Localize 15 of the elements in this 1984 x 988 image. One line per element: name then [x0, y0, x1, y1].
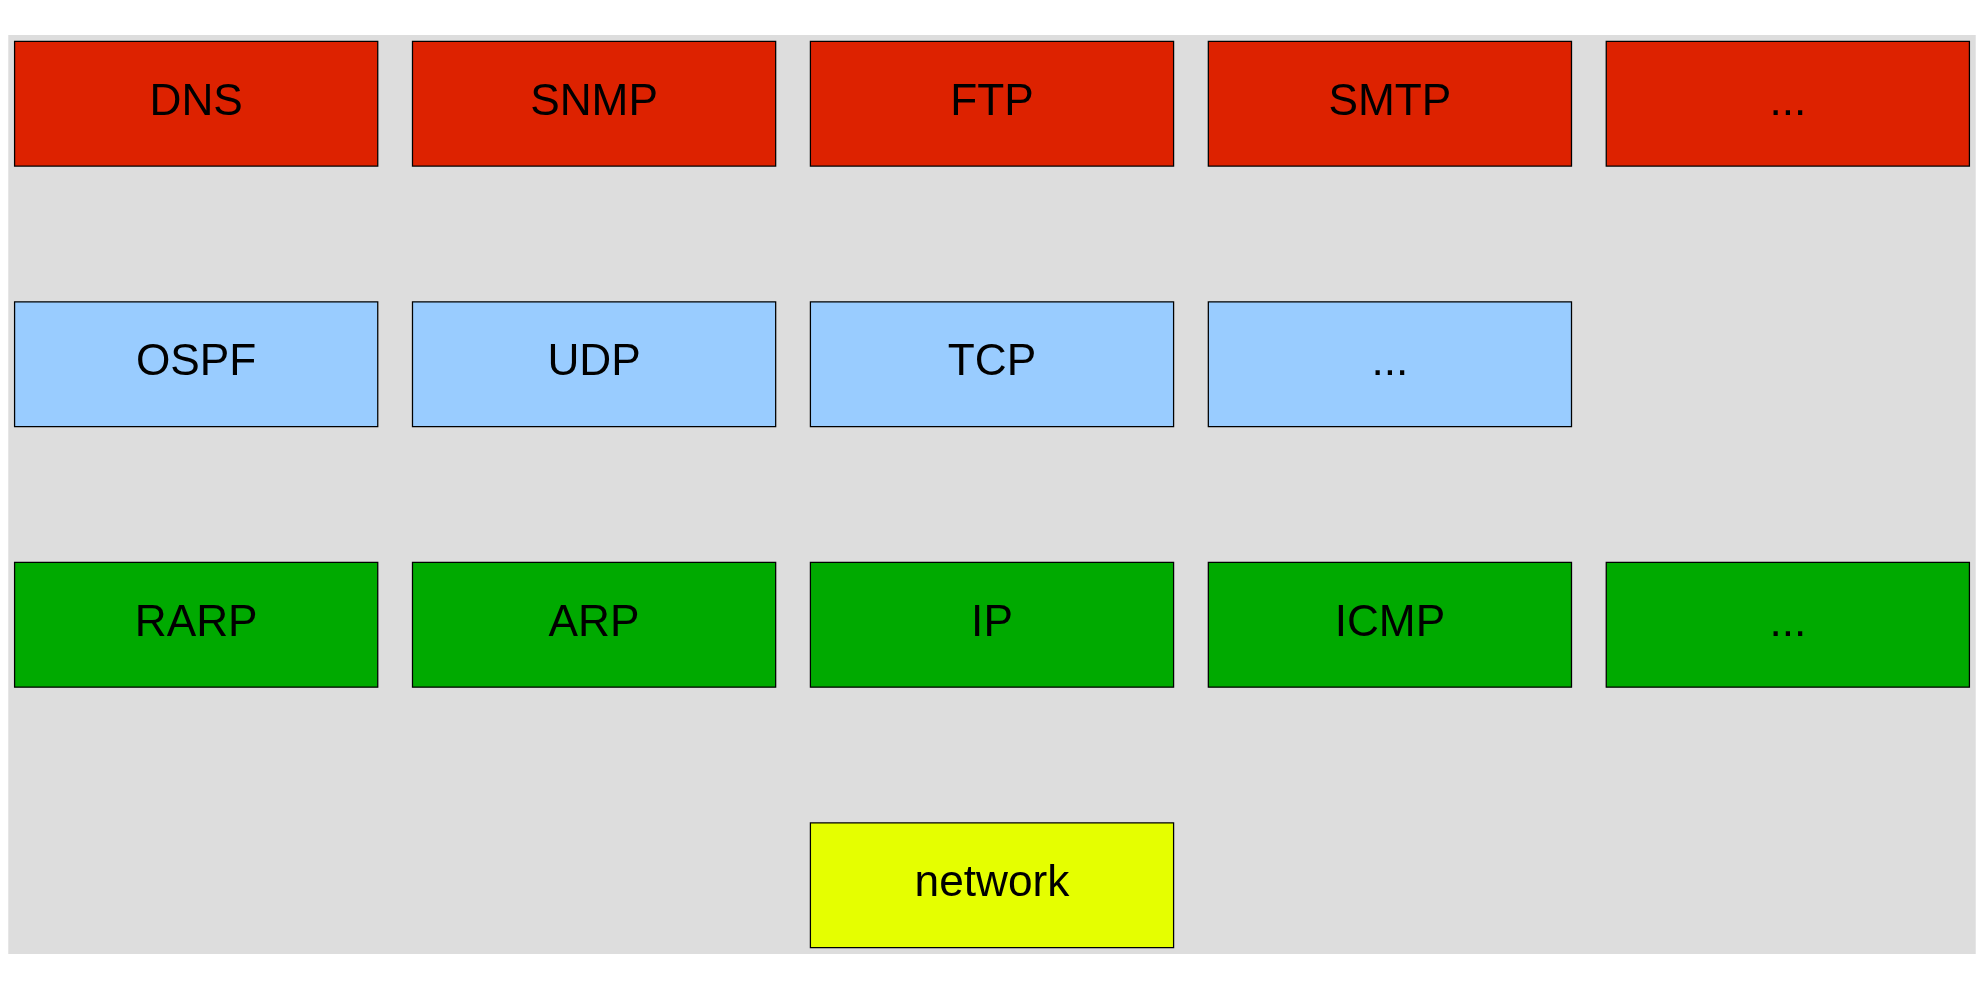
node-box: DNS — [13, 40, 379, 167]
node-box: UDP — [411, 300, 777, 427]
node-box: ARP — [411, 561, 777, 688]
node-box: ICMP — [1207, 561, 1573, 688]
node-box: FTP — [809, 40, 1175, 167]
node-box: IP — [809, 561, 1175, 688]
node-box: SMTP — [1207, 40, 1573, 167]
node-box: OSPF — [13, 300, 379, 427]
node-box: ... — [1605, 561, 1971, 688]
node-box: RARP — [13, 561, 379, 688]
node-box: network — [809, 821, 1175, 948]
node-box: ... — [1605, 40, 1971, 167]
node-box: ... — [1207, 300, 1573, 427]
node-box: TCP — [809, 300, 1175, 427]
node-box: SNMP — [411, 40, 777, 167]
